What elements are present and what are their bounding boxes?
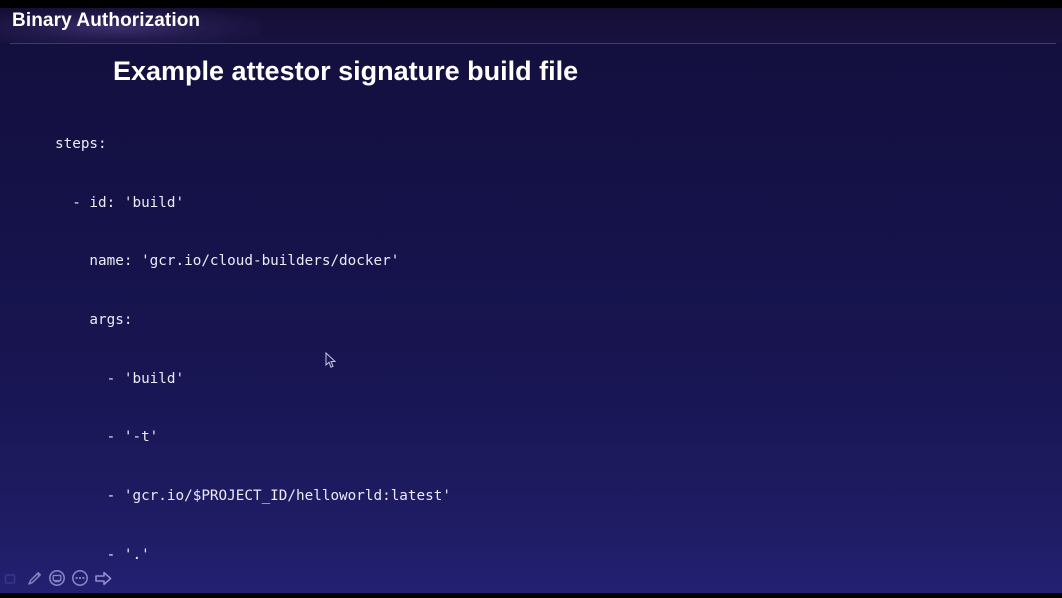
slide-surface: Binary Authorization Example attestor si… bbox=[0, 8, 1062, 593]
slide-heading: Example attestor signature build file bbox=[113, 56, 579, 86]
code-line: - '.' bbox=[55, 546, 150, 563]
code-line: - 'build' bbox=[55, 370, 185, 387]
pointer-icon[interactable] bbox=[0, 568, 22, 588]
code-line: steps: bbox=[55, 136, 107, 153]
present-icon[interactable] bbox=[46, 568, 68, 588]
header-glow bbox=[0, 8, 260, 43]
pen-icon[interactable] bbox=[23, 568, 45, 588]
slide-header-band: Binary Authorization bbox=[0, 8, 1062, 43]
code-block: steps: - id: 'build' name: 'gcr.io/cloud… bbox=[55, 96, 1040, 593]
code-line: - '-t' bbox=[55, 429, 159, 446]
slide-toolbar[interactable] bbox=[0, 567, 114, 589]
letterbox-bottom bbox=[0, 593, 1062, 598]
header-divider bbox=[10, 43, 1056, 44]
letterbox-top bbox=[0, 0, 1062, 8]
code-line: name: 'gcr.io/cloud-builders/docker' bbox=[55, 253, 400, 270]
page-title: Binary Authorization bbox=[12, 10, 201, 31]
next-arrow-icon[interactable] bbox=[92, 568, 114, 588]
code-line: - 'gcr.io/$PROJECT_ID/helloworld:latest' bbox=[55, 487, 451, 504]
menu-dots-icon[interactable] bbox=[69, 568, 91, 588]
code-line: args: bbox=[55, 312, 133, 329]
code-line: - id: 'build' bbox=[55, 194, 185, 211]
